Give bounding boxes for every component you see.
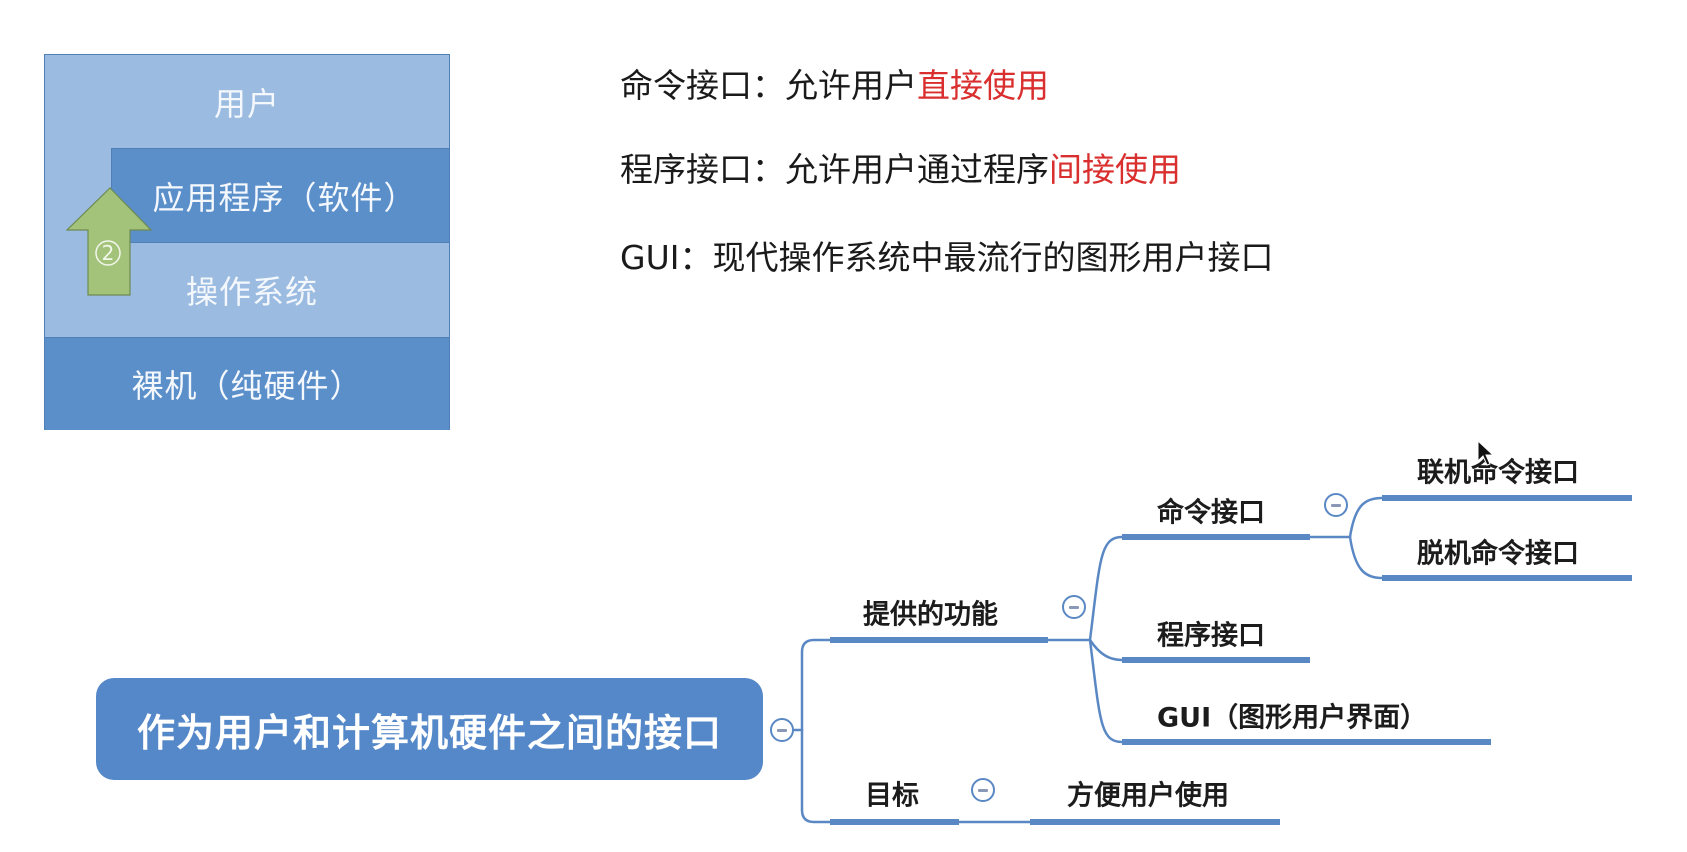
collapse-goal-icon[interactable]: [971, 778, 995, 802]
highlight-text: 间接使用: [1049, 150, 1181, 189]
layer-user: 用户: [45, 55, 449, 149]
step-badge: ②2: [101, 241, 115, 265]
up-arrow-icon: [66, 187, 152, 296]
mindmap-node-goal[interactable]: 目标: [865, 780, 919, 812]
mindmap-node-command-interface[interactable]: 命令接口: [1157, 497, 1265, 529]
layer-bare-hardware: 裸机（纯硬件）: [45, 337, 449, 430]
mouse-cursor-icon: [1477, 440, 1495, 466]
definition-gui: GUI：现代操作系统中最流行的图形用户接口: [620, 238, 1274, 277]
mindmap-node-gui[interactable]: GUI（图形用户界面）: [1157, 702, 1428, 734]
collapse-functions-icon[interactable]: [1062, 595, 1086, 619]
mindmap-node-program-interface[interactable]: 程序接口: [1157, 620, 1265, 652]
layer-application: 应用程序（软件）: [111, 148, 449, 243]
definition-program-interface: 程序接口：允许用户通过程序间接使用: [620, 150, 1181, 189]
mindmap-node-functions[interactable]: 提供的功能: [863, 599, 998, 631]
mindmap-node-online-command[interactable]: 联机命令接口: [1417, 457, 1579, 489]
mindmap-node-convenience[interactable]: 方便用户使用: [1067, 780, 1229, 812]
mindmap-root-node[interactable]: 作为用户和计算机硬件之间的接口: [96, 678, 763, 780]
mindmap-node-offline-command[interactable]: 脱机命令接口: [1417, 538, 1579, 570]
collapse-command-interface-icon[interactable]: [1324, 493, 1348, 517]
collapse-root-icon[interactable]: [770, 718, 794, 742]
highlight-text: 直接使用: [917, 66, 1049, 105]
definition-command-interface: 命令接口：允许用户直接使用: [620, 66, 1049, 105]
